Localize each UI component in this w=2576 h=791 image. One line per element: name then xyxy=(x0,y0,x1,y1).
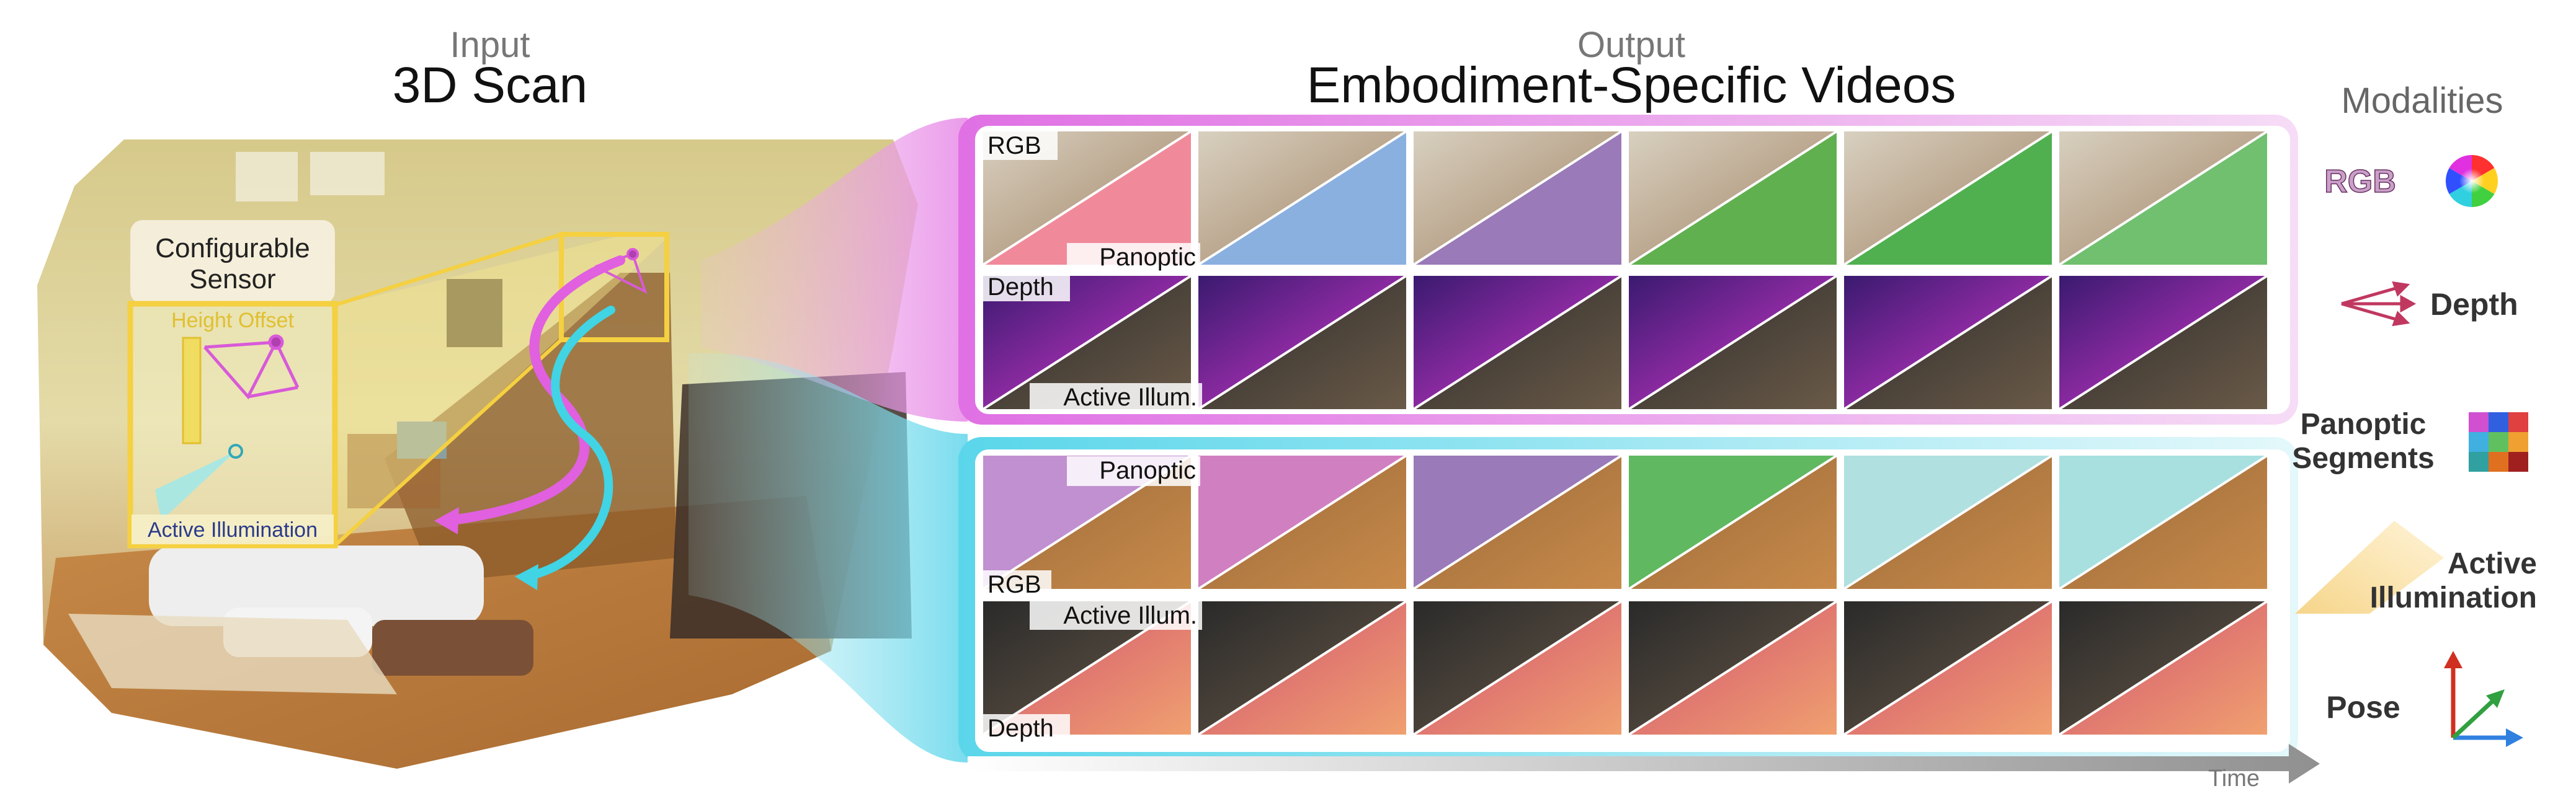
sensor-title-line2: Sensor xyxy=(189,264,275,294)
modality-panoptic-label-2: Segments xyxy=(2292,442,2434,475)
bottom-panoptic-rgb-frame xyxy=(1412,454,1623,590)
modality-active-label-2: Illumination xyxy=(2370,581,2537,614)
bottom-label-rgb: RGB xyxy=(987,571,1041,598)
bottom-label-active: Active Illum. xyxy=(1063,602,1197,629)
bottom-illum-depth-frame xyxy=(1197,600,1407,736)
modality-rgb-label: RGB xyxy=(2324,164,2396,200)
top-depth-illum-frame xyxy=(1628,275,1838,410)
top-depth-illum-frame xyxy=(982,275,1192,410)
illumination-cone-icon xyxy=(155,451,236,521)
top-rgb-panoptic-frame xyxy=(2058,130,2268,266)
bottom-illum-depth-frame xyxy=(1843,600,2053,736)
bottom-label-panoptic: Panoptic xyxy=(1099,457,1196,484)
height-offset-label: Height Offset xyxy=(171,309,294,332)
sensor-title-line1: Configurable xyxy=(155,233,310,263)
pose-axes-icon xyxy=(2444,651,2523,747)
time-arrow xyxy=(968,744,2320,784)
active-illum-label-box xyxy=(131,515,334,544)
bottom-panel-tiles xyxy=(982,454,2268,736)
top-rgb-panoptic-frame xyxy=(982,130,1192,266)
bottom-illum-depth-frame xyxy=(1628,600,1838,736)
depth-arrows-icon xyxy=(2341,281,2417,327)
top-rgb-panoptic-frame xyxy=(1412,130,1623,266)
active-illum-label: Active Illumination xyxy=(148,518,318,542)
panoptic-grid-icon xyxy=(2469,412,2528,472)
bottom-panoptic-rgb-frame xyxy=(1197,454,1407,590)
top-label-rgb: RGB xyxy=(987,132,1041,159)
bottom-label-depth: Depth xyxy=(987,715,1054,742)
top-label-active: Active Illum. xyxy=(1063,384,1197,411)
modality-panoptic-label-1: Panoptic xyxy=(2301,408,2427,441)
modality-active-label-1: Active xyxy=(2448,547,2537,580)
top-depth-illum-frame xyxy=(1197,275,1407,410)
sensor-box-stairs xyxy=(559,232,669,342)
top-depth-illum-frame xyxy=(1412,275,1623,410)
bottom-illum-depth-frame xyxy=(1412,600,1623,736)
camera-frustum-icon xyxy=(203,334,300,400)
cyan-funnel xyxy=(689,353,968,762)
modality-pose-label: Pose xyxy=(2326,690,2400,725)
top-rgb-panoptic-frame xyxy=(1628,130,1838,266)
top-rgb-panoptic-frame xyxy=(1843,130,2053,266)
input-title: 3D Scan xyxy=(393,57,588,113)
color-wheel-icon xyxy=(2445,155,2498,207)
sensor-title-box xyxy=(130,220,335,304)
top-panel-tiles xyxy=(982,130,2268,410)
modality-depth-label: Depth xyxy=(2430,287,2518,322)
top-label-depth: Depth xyxy=(987,273,1054,301)
top-rgb-panoptic-frame xyxy=(1197,130,1407,266)
top-depth-illum-frame xyxy=(1843,275,2053,410)
bottom-illum-depth-frame xyxy=(2058,600,2268,736)
magenta-funnel xyxy=(701,118,968,422)
height-offset-ruler xyxy=(182,337,202,444)
top-label-panoptic: Panoptic xyxy=(1099,244,1196,271)
bottom-panoptic-rgb-frame xyxy=(2058,454,2268,590)
light-cone-icon xyxy=(2295,521,2444,614)
output-title: Embodiment-Specific Videos xyxy=(1307,57,1956,113)
time-label: Time xyxy=(2208,766,2260,791)
output-header: Output xyxy=(1577,25,1685,65)
input-header: Input xyxy=(450,25,530,65)
bottom-panoptic-rgb-frame xyxy=(1628,454,1838,590)
modalities-title: Modalities xyxy=(2341,81,2503,121)
bottom-panoptic-rgb-frame xyxy=(1843,454,2053,590)
cyan-trajectory xyxy=(523,306,615,581)
top-depth-illum-frame xyxy=(2058,275,2268,410)
